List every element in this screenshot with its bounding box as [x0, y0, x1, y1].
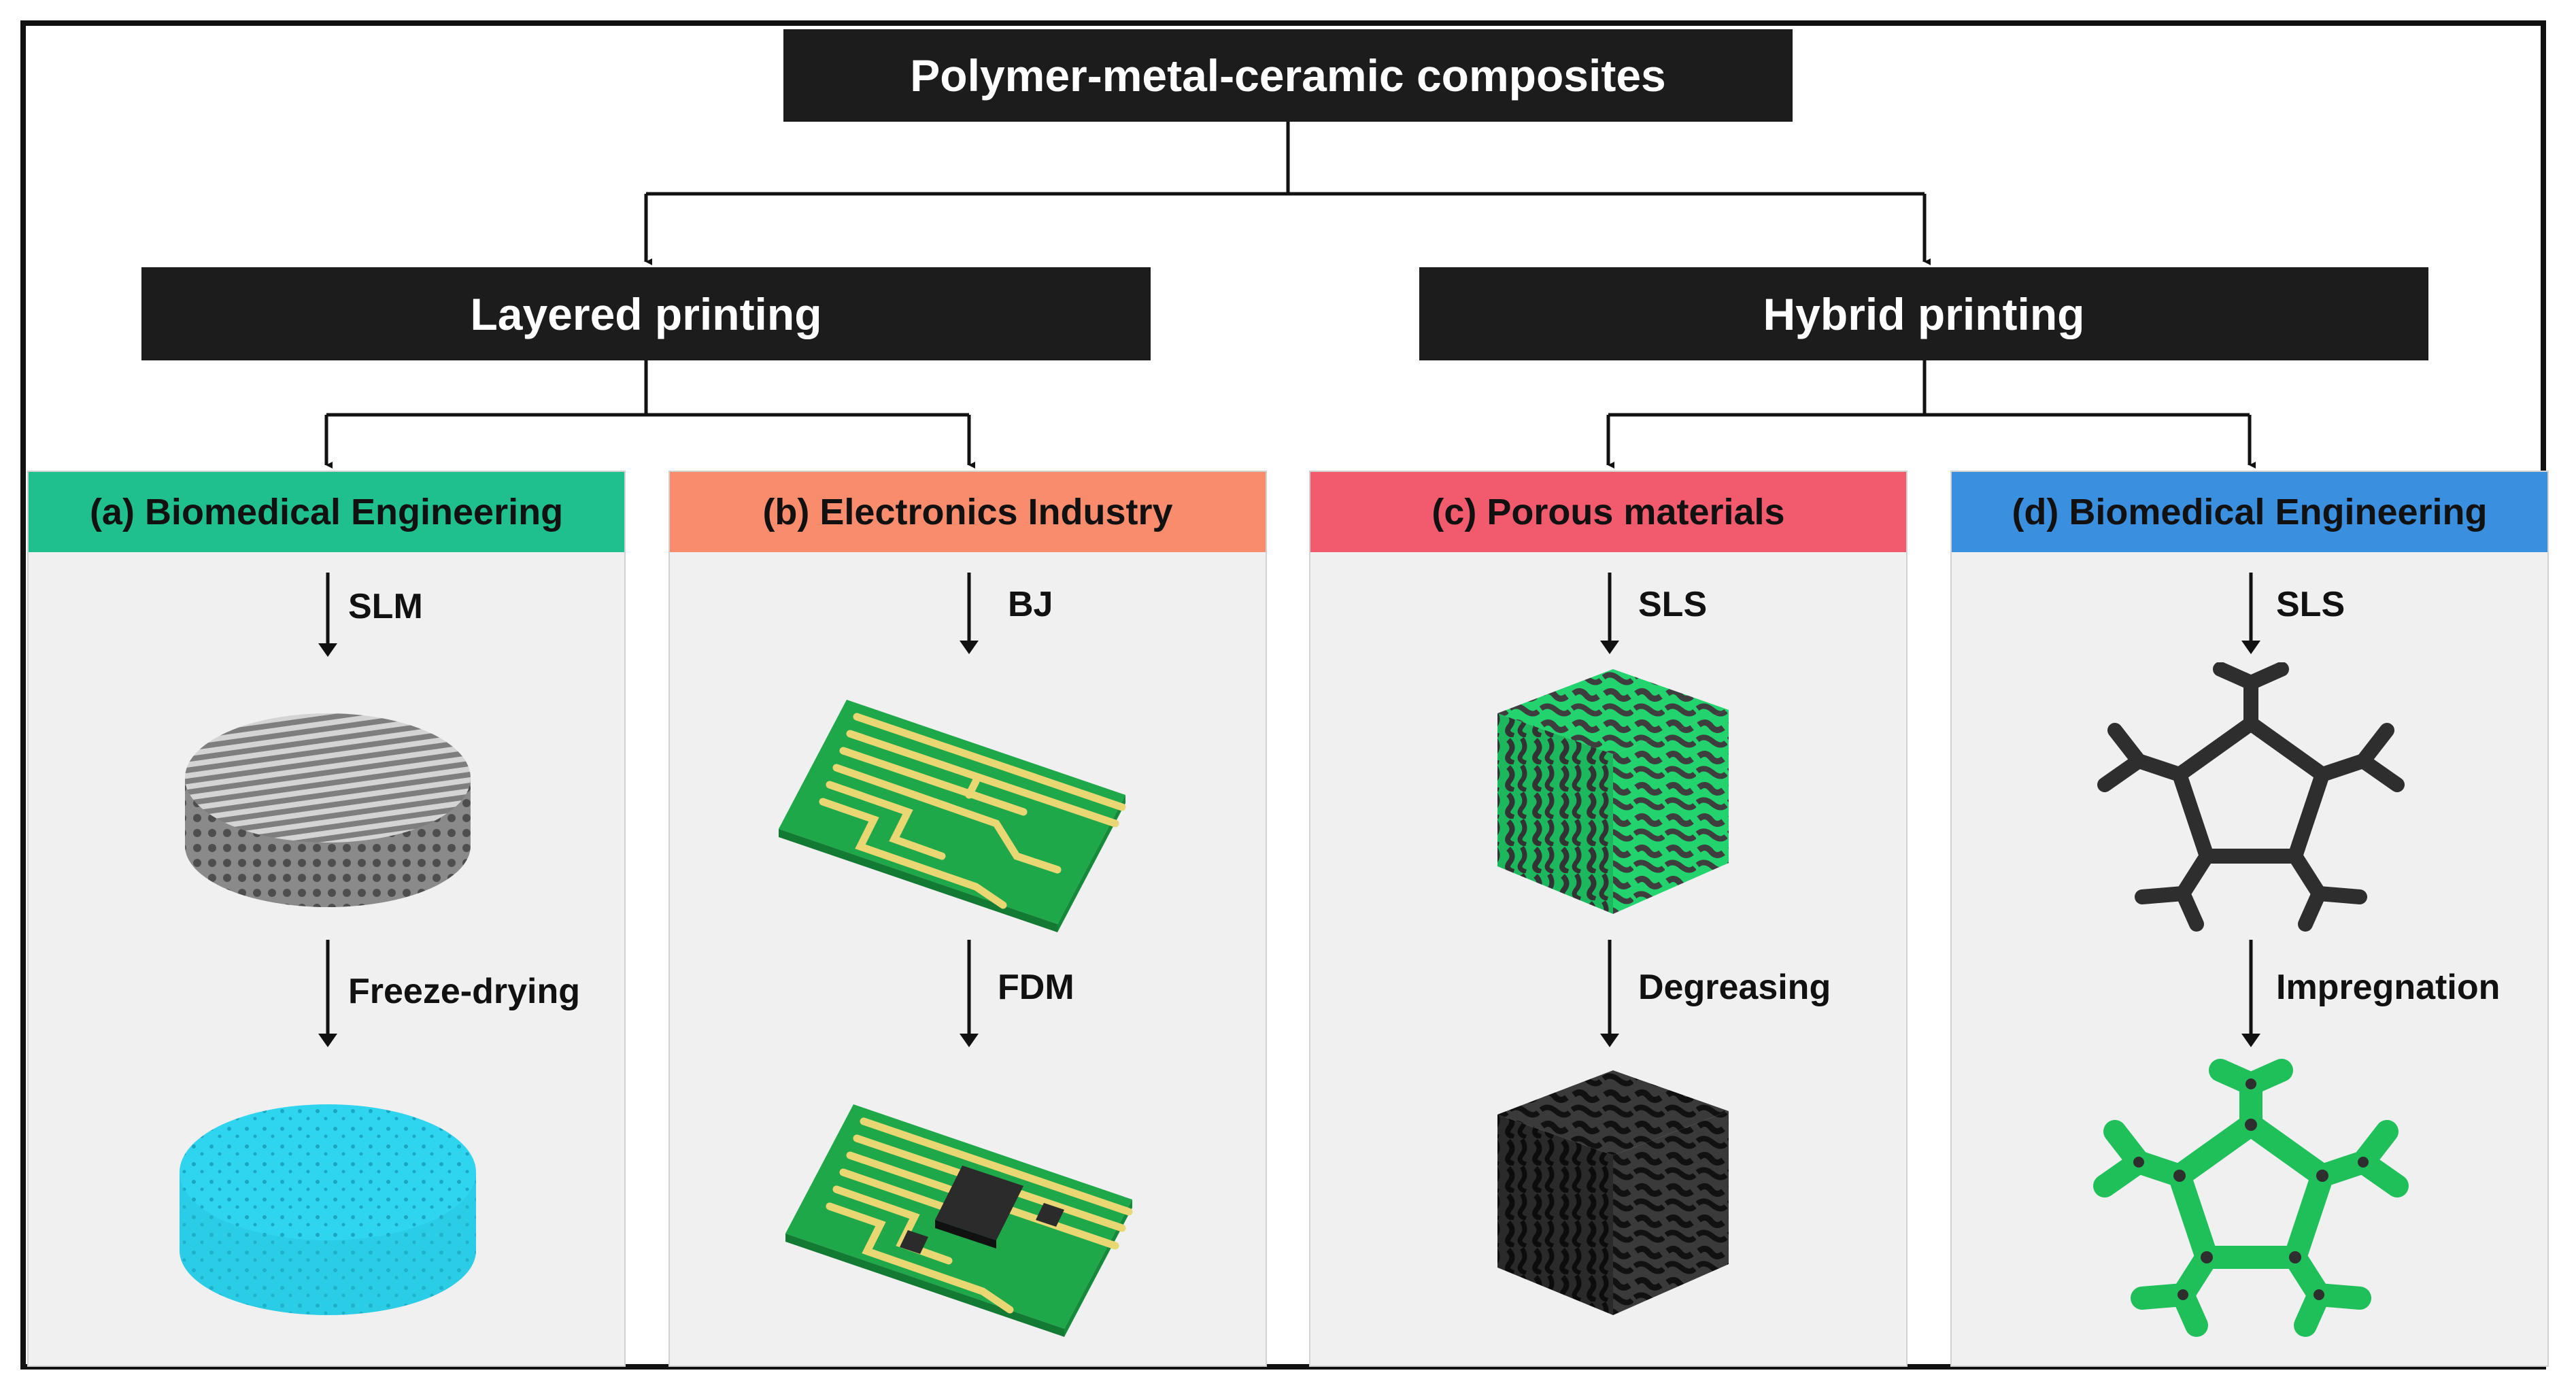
panel-b-arrows — [960, 573, 979, 1047]
black-scaffold-icon — [2097, 662, 2405, 932]
panel-a-header: (a) Biomedical Engineering — [29, 472, 624, 552]
panel-biomedical-hybrid: (d) Biomedical Engineering SLS Impregnat… — [1950, 471, 2549, 1367]
panel-c-arrows — [1600, 573, 1619, 1047]
panel-d-arrows — [2241, 573, 2260, 1047]
panel-a-title: (a) Biomedical Engineering — [89, 492, 564, 532]
layered-printing-label: Layered printing — [470, 288, 822, 339]
panel-c-step2-label: Degreasing — [1638, 968, 1831, 1007]
hybrid-printing-box: Hybrid printing — [1419, 267, 2428, 360]
panel-b-title: (b) Electronics Industry — [762, 492, 1173, 532]
hybrid-printing-label: Hybrid printing — [1763, 288, 2085, 339]
panel-a-arrows — [318, 573, 337, 1047]
root-label: Polymer-metal-ceramic composites — [910, 50, 1666, 101]
panel-a-step2-label: Freeze-drying — [348, 972, 580, 1011]
root-box: Polymer-metal-ceramic composites — [783, 29, 1793, 122]
green-porous-cube-icon — [1497, 669, 1729, 914]
green-scaffold-icon — [2093, 1059, 2409, 1337]
panel-c-title: (c) Porous materials — [1431, 492, 1785, 532]
black-porous-cube-icon — [1497, 1070, 1729, 1315]
layered-printing-box: Layered printing — [141, 267, 1151, 360]
gray-lattice-disc-icon — [185, 713, 471, 907]
cyan-porous-disc-icon — [180, 1104, 476, 1315]
panel-porous: (c) Porous materials SLS Degreasing — [1309, 471, 1908, 1367]
panel-electronics: (b) Electronics Industry BJ FDM — [668, 471, 1267, 1367]
panel-c-header: (c) Porous materials — [1310, 472, 1906, 552]
circuit-board-traces-icon — [779, 700, 1126, 932]
panel-b-header: (b) Electronics Industry — [670, 472, 1266, 552]
panel-d-title: (d) Biomedical Engineering — [2012, 492, 2488, 532]
panel-c-step1-label: SLS — [1638, 585, 1708, 624]
circuit-board-chip-icon — [785, 1104, 1133, 1337]
panel-d-header: (d) Biomedical Engineering — [1952, 472, 2547, 552]
panel-b-step2-label: FDM — [998, 968, 1074, 1007]
panel-biomedical-layered: (a) Biomedical Engineering SLM Freeze-dr… — [27, 471, 626, 1367]
panel-d-step2-label: Impregnation — [2276, 968, 2501, 1007]
panel-a-step1-label: SLM — [348, 587, 423, 626]
panel-d-step1-label: SLS — [2276, 585, 2345, 624]
panel-b-step1-label: BJ — [1008, 585, 1053, 624]
